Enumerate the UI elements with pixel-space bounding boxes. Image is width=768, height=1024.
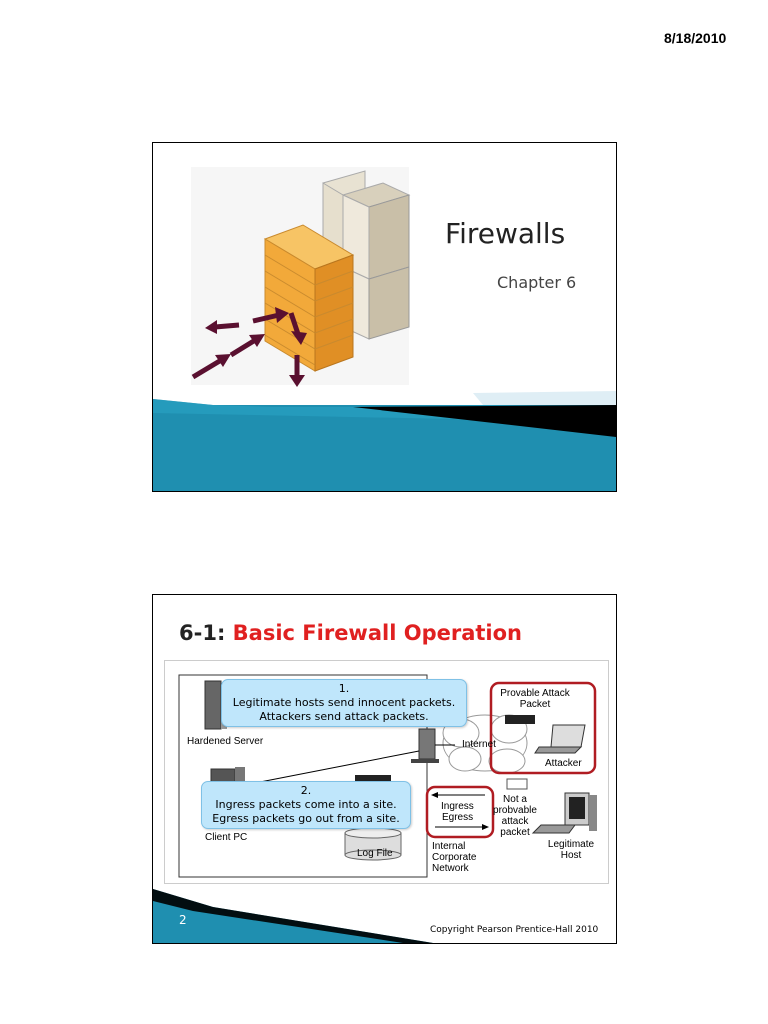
callout-1: 1. Legitimate hosts send innocent packet… <box>221 679 467 727</box>
slide-1-subtitle: Chapter 6 <box>497 273 577 292</box>
label-hardened-server: Hardened Server <box>187 736 264 747</box>
label-not-attack-line-3: attack <box>501 816 529 827</box>
label-attacker: Attacker <box>545 758 582 769</box>
label-internal-line-2: Corporate <box>432 852 477 863</box>
slide-1: Firewalls Chapter 6 <box>152 142 617 492</box>
label-provable-attack-line-1: Provable Attack <box>500 688 570 699</box>
label-client-pc: Client PC <box>205 832 248 843</box>
callout-2-line-1: 2. <box>300 784 312 797</box>
slide-2-copyright: Copyright Pearson Prentice-Hall 2010 <box>430 925 599 935</box>
callout-1-line-1: 1. <box>338 682 350 695</box>
label-not-attack-line-4: packet <box>500 827 530 838</box>
innocent-packet-icon <box>506 778 528 790</box>
label-not-attack-line-2: probvable <box>493 805 537 816</box>
slide-1-title: Firewalls <box>445 217 566 250</box>
callout-2-line-2: Ingress packets come into a site. <box>215 798 397 811</box>
router-icon <box>355 775 391 783</box>
attacker-laptop-icon <box>534 724 586 754</box>
slide-2-title-prefix: 6-1: <box>179 621 233 645</box>
label-provable-attack-line-2: Packet <box>519 699 551 710</box>
log-file-icon <box>344 827 402 861</box>
slide-2: 6-1: Basic Firewall Operation <box>152 594 617 944</box>
firewall-device-icon <box>411 728 439 763</box>
label-legitimate-host-line-1: Legitimate <box>547 839 595 850</box>
attack-packet-icon <box>505 715 535 724</box>
label-provable-attack: Provable Attack Packet <box>499 688 571 710</box>
callout-2: 2. Ingress packets come into a site. Egr… <box>201 781 411 829</box>
brick-wall-icon <box>263 224 355 372</box>
label-internal-line-1: Internal <box>432 841 466 852</box>
callout-2-line-3: Egress packets go out from a site. <box>212 812 400 825</box>
label-ingress: Ingress <box>441 801 474 812</box>
label-internet: Internet <box>462 739 496 750</box>
label-not-attack-packet: Not a probvable attack packet <box>493 794 537 838</box>
label-egress: Egress <box>442 812 474 823</box>
callout-1-line-3: Attackers send attack packets. <box>259 710 429 723</box>
page-date: 8/18/2010 <box>664 30 727 46</box>
legitimate-host-icon <box>531 792 597 834</box>
slide-2-title-main: Basic Firewall Operation <box>232 621 522 645</box>
label-legitimate-host-line-2: Host <box>560 850 582 861</box>
label-internal-line-3: Network <box>432 863 469 874</box>
packet-arrows-icon <box>191 307 307 387</box>
label-log-file: Log File <box>357 848 393 859</box>
callout-1-line-2: Legitimate hosts send innocent packets. <box>232 696 456 709</box>
label-internal-network: Internal Corporate Network <box>432 841 476 874</box>
slide-1-artwork <box>153 167 616 491</box>
internet-cloud-icon <box>442 714 528 774</box>
label-not-attack-line-1: Not a <box>503 794 527 805</box>
slide-2-page-number: 2 <box>179 913 187 927</box>
diagram-graphics <box>178 674 597 878</box>
label-legitimate-host: Legitimate Host <box>545 839 597 861</box>
slide-2-title: 6-1: Basic Firewall Operation <box>179 621 522 645</box>
